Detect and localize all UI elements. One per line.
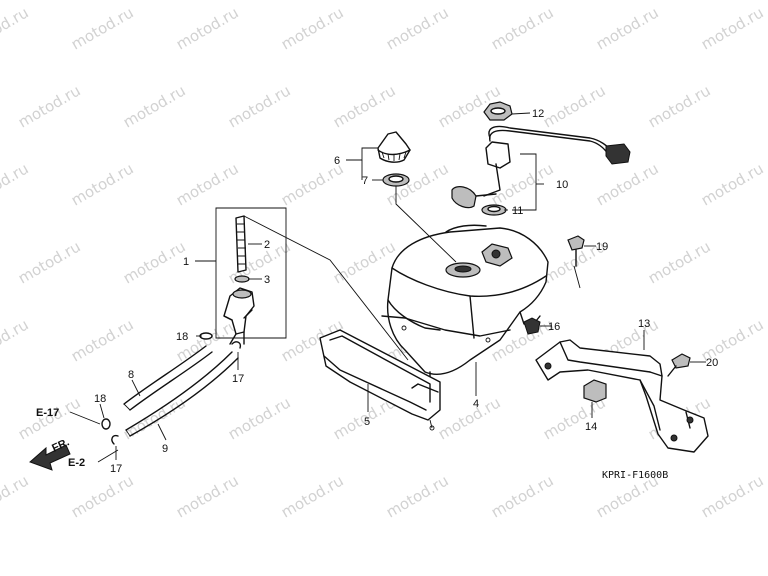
watermark-text: motod.ru [645,237,714,287]
watermark-text: motod.ru [278,3,347,53]
watermark-text: motod.ru [120,81,189,131]
unit-seal [481,204,507,216]
watermark-text: motod.ru [698,471,767,521]
watermark-text: motod.ru [593,159,662,209]
ref-e2: E-2 [68,457,85,469]
fuel-cap [377,131,411,163]
watermark-text: motod.ru [15,237,84,287]
watermark-text: motod.ru [435,393,504,443]
callout-2: 2 [264,239,270,251]
watermark-text: motod.ru [68,3,137,53]
watermark-text: motod.ru [0,3,32,53]
cap-gasket [382,173,410,187]
callout-14: 14 [585,421,597,433]
o-ring [234,275,250,283]
callout-13: 13 [638,318,650,330]
callouts: 1 2 3 4 5 6 7 8 9 10 11 12 13 14 16 17 1… [94,108,718,475]
watermark-text: motod.ru [0,315,32,365]
watermark-text: motod.ru [698,159,767,209]
watermark-text: motod.ru [68,471,137,521]
callout-16: 16 [548,321,560,333]
watermark-text: motod.ru [0,471,32,521]
callout-1: 1 [183,256,189,268]
watermark-text: motod.ru [173,159,242,209]
callout-6: 6 [334,155,340,167]
callout-8: 8 [128,369,134,381]
callout-20: 20 [706,357,718,369]
tank-bolt [567,235,585,267]
watermark-text: motod.ru [383,3,452,53]
watermark-text: motod.ru [225,393,294,443]
watermark-text: motod.ru [173,471,242,521]
watermark-text: motod.ru [0,159,32,209]
callout-10: 10 [556,179,568,191]
callout-17-upper: 17 [232,373,244,385]
watermark-text: motod.ru [68,315,137,365]
watermark-text: motod.ru [278,471,347,521]
front-arrow-icon: FR. [29,436,71,471]
flange-nut [523,317,541,335]
watermark-layer: motod.ru motod.ru motod.ru motod.ru motod.ru… [0,3,767,521]
watermark-text: motod.ru [698,3,767,53]
diagram-code: KPRI-F1600B [602,470,668,481]
fuel-tube [123,345,213,411]
callout-17-lower: 17 [110,463,122,475]
watermark-text: motod.ru [330,81,399,131]
leader-lines [69,112,706,463]
tank-tray [319,329,441,431]
bracket-cushion [583,379,607,403]
tank-bracket [535,339,709,453]
tube-clip [101,332,242,445]
fuel-cock [223,287,255,345]
watermark-text: motod.ru [593,3,662,53]
lock-ring [483,101,513,121]
callout-11: 11 [512,205,523,217]
watermark-text: motod.ru [330,237,399,287]
watermark-text: motod.ru [645,81,714,131]
watermark-text: motod.ru [488,3,557,53]
callout-5: 5 [364,416,370,428]
watermark-text: motod.ru [68,159,137,209]
callout-7: 7 [362,175,368,187]
callout-18-lower: 18 [94,393,106,405]
watermark-text: motod.ru [225,81,294,131]
watermark-text: motod.ru [540,81,609,131]
fuel-unit [451,125,631,209]
callout-3: 3 [264,274,270,286]
watermark-text: motod.ru [120,237,189,287]
watermark-text: motod.ru [383,471,452,521]
callout-9: 9 [162,443,168,455]
fuel-strainer [235,215,247,273]
vacuum-tube [125,351,239,437]
watermark-text: motod.ru [15,81,84,131]
watermark-text: motod.ru [173,3,242,53]
callout-4: 4 [473,398,479,410]
callout-18-upper: 18 [176,331,188,343]
bracket-bolt [667,353,691,377]
ref-e17: E-17 [36,407,59,419]
callout-19: 19 [596,241,608,253]
callout-12: 12 [532,108,544,120]
watermark-text: motod.ru [488,471,557,521]
fuel-tank [381,224,549,383]
